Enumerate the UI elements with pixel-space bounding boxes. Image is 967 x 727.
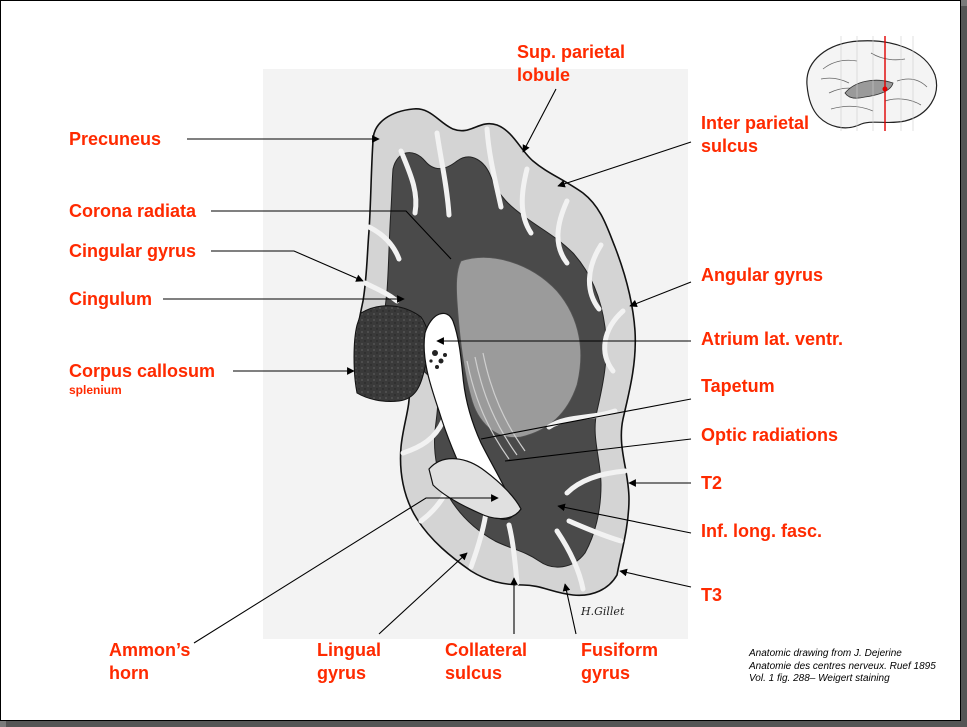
label-optic-radiations: Optic radiations <box>701 425 839 445</box>
label-fusiform-gyrus: Fusiform gyrus <box>581 640 659 683</box>
label-lingual-gyrus: Lingual gyrus <box>317 640 381 683</box>
label-t3: T3 <box>701 585 723 605</box>
arrow-corona-radiata <box>211 210 452 260</box>
label-precuneus: Precuneus <box>69 129 162 149</box>
choroid-plexus <box>429 350 447 369</box>
artist-signature: H.Gillet <box>580 605 625 618</box>
arrow-tapetum <box>480 398 692 440</box>
arrow-t3 <box>619 568 692 588</box>
source-credit: Anatomic drawing from J. Dejerine Anatom… <box>749 648 959 686</box>
label-atrium-lat-ventr: Atrium lat. ventr. <box>701 329 844 349</box>
label-tapetum: Tapetum <box>701 376 775 396</box>
brain-thumbnail <box>806 36 937 131</box>
label-ammons-horn: Ammon’s horn <box>109 640 191 683</box>
label-corpus-callosum-splenium: splenium <box>69 383 122 397</box>
hippocampus <box>428 458 522 520</box>
label-collateral-sulcus: Collateral sulcus <box>445 640 528 683</box>
label-inf-long-fasc: Inf. long. fasc. <box>701 521 823 541</box>
fibre-bands <box>466 352 526 460</box>
arrow-sup-parietal <box>522 88 557 153</box>
credit-line-1: Anatomic drawing from J. Dejerine <box>749 648 902 659</box>
arrow-inter-parietal <box>557 141 692 188</box>
leader-lines <box>163 88 692 644</box>
central-white-matter <box>456 257 582 438</box>
credit-line-3: Vol. 1 fig. 288– Weigert staining <box>749 673 890 684</box>
arrow-lingual-gyrus <box>378 552 468 635</box>
label-corpus-callosum: Corpus callosum <box>69 361 216 381</box>
label-cingulum: Cingulum <box>69 289 152 309</box>
label-corona-radiata: Corona radiata <box>69 201 197 221</box>
arrow-fusiform-gyrus <box>562 583 577 635</box>
arrow-optic-radiations <box>504 438 692 462</box>
label-sup-parietal-lobule: Sup. parietal lobule <box>517 42 626 85</box>
arrow-ammons-horn <box>193 494 499 644</box>
label-cingular-gyrus: Cingular gyrus <box>69 241 197 261</box>
label-angular-gyrus: Angular gyrus <box>701 265 824 285</box>
corpus-callosum-splenium <box>353 305 430 402</box>
arrow-angular-gyrus <box>629 281 692 308</box>
credit-line-2: Anatomie des centres nerveux. Ruef 1895 <box>749 660 936 672</box>
label-inter-parietal-sulcus: Inter parietal sulcus <box>701 113 810 156</box>
label-t2: T2 <box>701 473 723 493</box>
arrow-inf-long-fasc <box>557 503 692 534</box>
arrow-cingular-gyrus <box>211 250 364 282</box>
